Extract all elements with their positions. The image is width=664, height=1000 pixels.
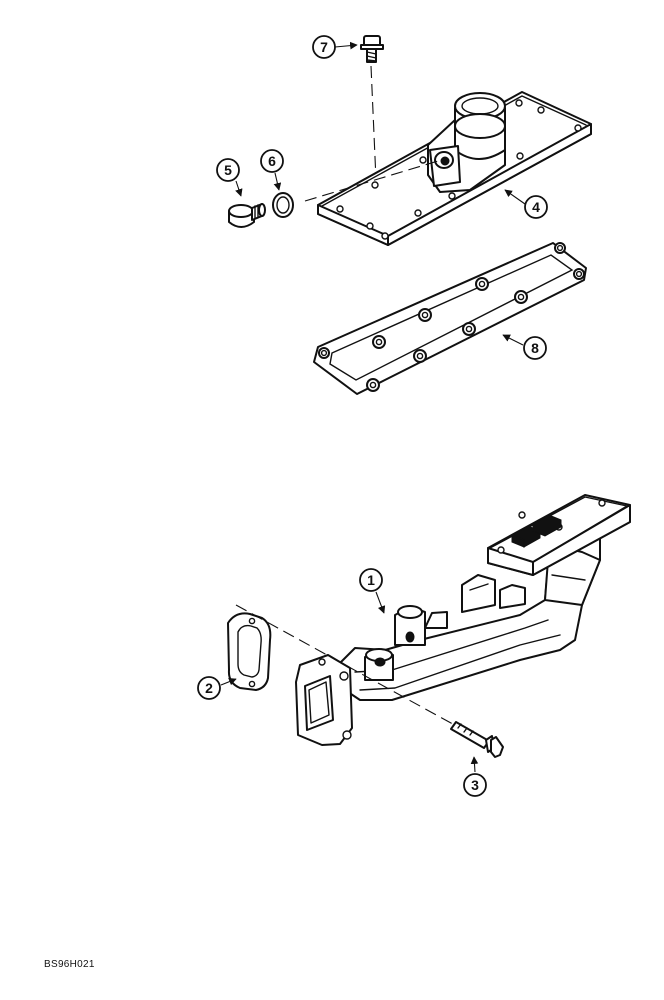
callout-5: 5 — [216, 158, 240, 182]
callout-2-label: 2 — [205, 680, 213, 696]
intake-cover-part — [317, 91, 592, 246]
exhaust-manifold-part — [295, 494, 631, 746]
plug-part — [228, 203, 266, 228]
callout-1: 1 — [359, 568, 383, 592]
cover-gasket-part — [313, 242, 587, 395]
callout-3: 3 — [463, 773, 487, 797]
leader-2 — [220, 677, 237, 686]
leader-5 — [235, 180, 243, 197]
leader-4 — [504, 189, 526, 205]
figure-code: BS96H021 — [44, 959, 95, 970]
callout-6-label: 6 — [268, 153, 276, 169]
callout-8-label: 8 — [531, 340, 539, 356]
callout-4-label: 4 — [532, 199, 540, 215]
leader-8 — [502, 334, 524, 346]
leader-6 — [273, 172, 282, 191]
manifold-bolt-part — [450, 721, 504, 758]
manifold-alignment-line — [235, 604, 461, 729]
callout-3-label: 3 — [471, 777, 479, 793]
plug-alignment-line — [304, 160, 439, 202]
callout-2: 2 — [197, 676, 221, 700]
leader-1 — [375, 591, 386, 614]
callout-7-label: 7 — [320, 39, 328, 55]
callout-6: 6 — [260, 149, 284, 173]
leader-7 — [334, 41, 358, 50]
callout-5-label: 5 — [224, 162, 232, 178]
callout-8: 8 — [523, 336, 547, 360]
screw-alignment-line — [370, 65, 377, 181]
callout-7: 7 — [312, 35, 336, 59]
sealing-washer-part — [272, 192, 294, 218]
manifold-gasket-part — [227, 612, 272, 691]
callout-1-label: 1 — [367, 572, 375, 588]
callout-4: 4 — [524, 195, 548, 219]
leader-3 — [470, 756, 479, 773]
cap-screw-part — [360, 35, 384, 63]
